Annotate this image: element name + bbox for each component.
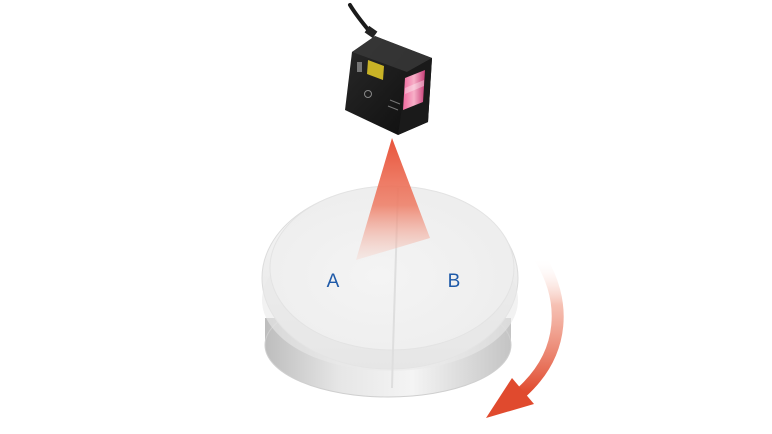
sensor-label-plate xyxy=(367,60,384,80)
rotating-disc: A B xyxy=(261,185,519,398)
laser-beam xyxy=(356,138,430,260)
rotation-arrow-head xyxy=(486,378,534,418)
rotation-arrow-icon xyxy=(486,254,564,418)
sensor-cable xyxy=(348,3,372,34)
laser-sensor-icon xyxy=(345,3,432,135)
segment-label-a: A xyxy=(327,271,340,292)
sensor-lens xyxy=(403,70,425,110)
rotation-arrow-shaft xyxy=(517,254,564,397)
segment-label-b: B xyxy=(448,271,461,292)
